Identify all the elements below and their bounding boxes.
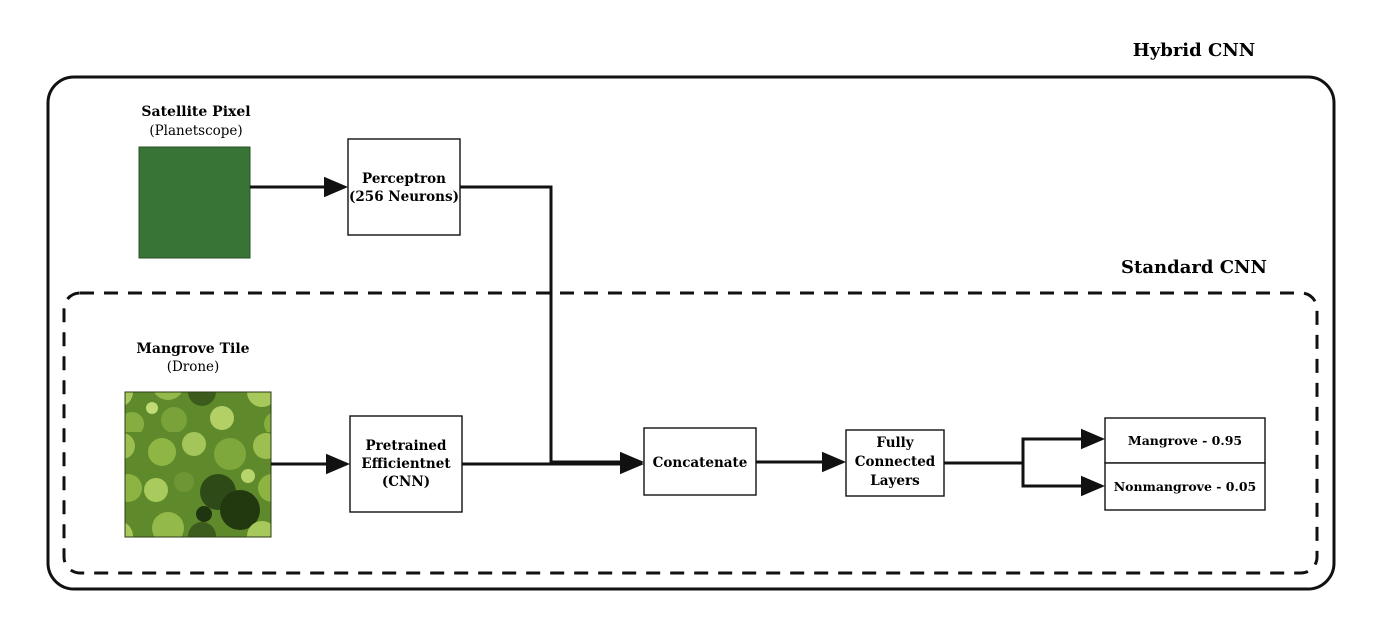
output-mangrove-label: Mangrove - 0.95 — [1128, 433, 1242, 448]
satellite-pixel-subtitle: (Planetscope) — [149, 123, 242, 139]
perceptron-box — [347, 138, 461, 236]
efficientnet-box — [349, 415, 463, 513]
fully-connected-line1: Fully — [876, 435, 914, 451]
mangrove-tile-title: Mangrove Tile — [136, 341, 249, 357]
mangrove-tile-image — [124, 391, 272, 538]
concatenate-label: Concatenate — [653, 455, 748, 471]
efficientnet-line1: Pretrained — [366, 438, 447, 454]
satellite-pixel-title: Satellite Pixel — [141, 104, 250, 120]
output-nonmangrove-label: Nonmangrove - 0.05 — [1114, 479, 1256, 494]
fully-connected-line3: Layers — [870, 473, 920, 489]
standard-cnn-title: Standard CNN — [1121, 257, 1267, 278]
arrow-to-mangrove-output — [1021, 428, 1105, 463]
hybrid-cnn-title: Hybrid CNN — [1133, 40, 1255, 61]
fully-connected-box — [845, 429, 945, 497]
arrow-to-nonmangrove-output — [1021, 463, 1105, 497]
perceptron-label: Perceptron — [362, 171, 446, 187]
efficientnet-line2: Efficientnet — [361, 456, 451, 472]
standard-cnn-frame — [62, 291, 1319, 575]
output-nonmangrove-box — [1104, 462, 1266, 511]
mangrove-tile-subtitle: (Drone) — [167, 359, 220, 375]
perceptron-neurons-label: (256 Neurons) — [349, 189, 459, 205]
satellite-pixel-swatch — [138, 146, 251, 259]
hybrid-cnn-frame — [46, 75, 1336, 591]
fully-connected-line2: Connected — [855, 454, 936, 470]
output-mangrove-box — [1104, 417, 1266, 464]
arrow-perceptron-to-concatenate — [460, 185, 644, 473]
efficientnet-line3: (CNN) — [382, 474, 430, 490]
